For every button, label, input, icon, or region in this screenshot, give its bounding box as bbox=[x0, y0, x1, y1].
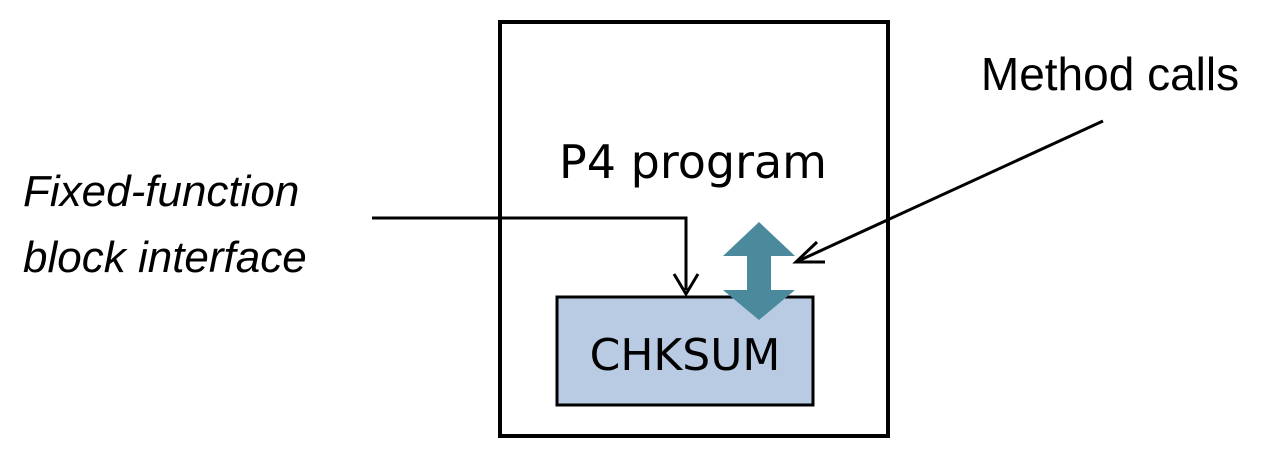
interface-arrow-head bbox=[672, 273, 700, 297]
chksum-block-label: CHKSUM bbox=[590, 330, 781, 381]
interface-arrow-line bbox=[372, 216, 688, 290]
double-arrow-icon bbox=[723, 222, 795, 320]
method-calls-arrow bbox=[792, 119, 1104, 264]
method-calls-label: Method calls bbox=[981, 48, 1239, 100]
p4-program-label: P4 program bbox=[559, 135, 827, 189]
interface-label-line2: block interface bbox=[23, 233, 307, 282]
interface-label-line1: Fixed-function bbox=[23, 167, 299, 216]
interface-arrow bbox=[372, 216, 700, 297]
method-calls-arrow-head bbox=[792, 240, 825, 264]
chksum-block bbox=[555, 295, 815, 407]
method-calls-arrow-line bbox=[795, 119, 1104, 264]
